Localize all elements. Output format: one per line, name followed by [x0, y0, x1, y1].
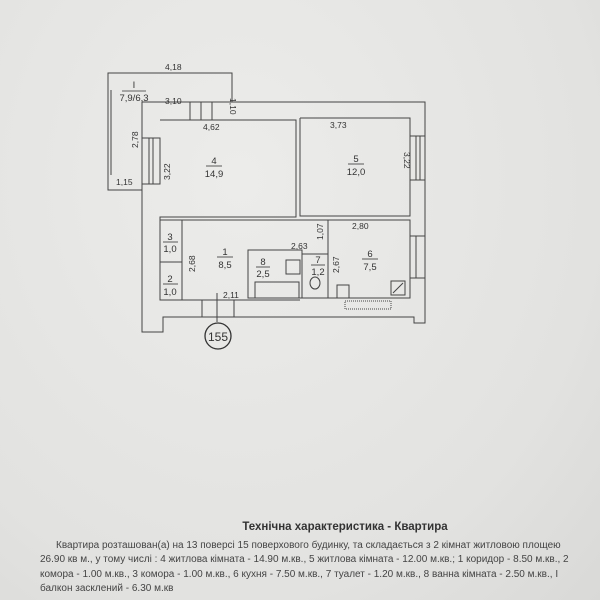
description-text: Квартира розташован(а) на 13 поверсі 15 …	[40, 539, 569, 595]
walls	[141, 101, 426, 333]
room-area: 1,2	[311, 267, 324, 278]
apartment-number-circle	[204, 322, 232, 350]
dim-room5-height: 3,22	[402, 152, 412, 169]
dim-corridor-bottom: 2,11	[223, 290, 239, 300]
room-area: 7,5	[363, 262, 376, 273]
room-area: 14,9	[205, 169, 224, 180]
dim-balcony-bottom: 1,15	[116, 177, 133, 187]
room-area: 1,0	[163, 244, 176, 255]
room-8: 8 2,5	[256, 257, 270, 280]
room-number: 5	[353, 154, 358, 165]
room-1: 1 8,5	[217, 247, 233, 271]
balcony-area: 7,9/6,3	[119, 93, 148, 104]
dim-corridor-height: 2,68	[187, 255, 197, 272]
technical-description: Технічна характеристика - Квартира Кварт…	[0, 520, 600, 597]
room-5: 5 12,0	[347, 154, 366, 178]
room-number: 4	[211, 156, 216, 167]
dim-room4-height: 3,22	[162, 163, 172, 180]
dim-balcony-top: 4,18	[165, 62, 182, 72]
room-area: 2,5	[256, 269, 269, 280]
room-6: 6 7,5	[362, 249, 378, 273]
room-number: 2	[167, 274, 172, 285]
dim-bath-width: 2,63	[291, 241, 308, 251]
room-number: 1	[222, 247, 227, 258]
dim-door-width: 1,07	[315, 223, 325, 240]
room-number: 3	[167, 232, 172, 243]
room-number: 8	[260, 257, 265, 268]
room-number: 6	[367, 249, 372, 260]
room-4: 4 14,9	[205, 156, 224, 180]
dim-balcony-side: 1,10	[228, 98, 238, 115]
dim-kitchen-height: 2,67	[331, 256, 341, 273]
room-7: 7 1,2	[311, 255, 325, 278]
dim-room5-width: 3,73	[330, 120, 347, 130]
floor-plan: 155 I 7,9/6,3 4,18 1,10 3,10 2,78 1,15 4…	[107, 62, 426, 350]
room-area: 12,0	[347, 167, 366, 178]
room-area: 8,5	[218, 260, 231, 271]
description-title: Технічна характеристика - Квартира	[242, 521, 448, 533]
dim-balcony-inner: 3,10	[165, 96, 182, 106]
dim-balcony-left: 2,78	[130, 131, 140, 148]
room-area: 1,0	[163, 287, 176, 298]
room-3: 3 1,0	[163, 232, 178, 255]
room-2: 2 1,0	[163, 274, 178, 298]
dim-kitchen-width: 2,80	[352, 221, 369, 231]
apartment-number: 155	[208, 330, 228, 344]
dim-room4-width: 4,62	[203, 122, 220, 132]
balcony-number: I	[133, 80, 136, 91]
room-number: 7	[315, 255, 320, 266]
